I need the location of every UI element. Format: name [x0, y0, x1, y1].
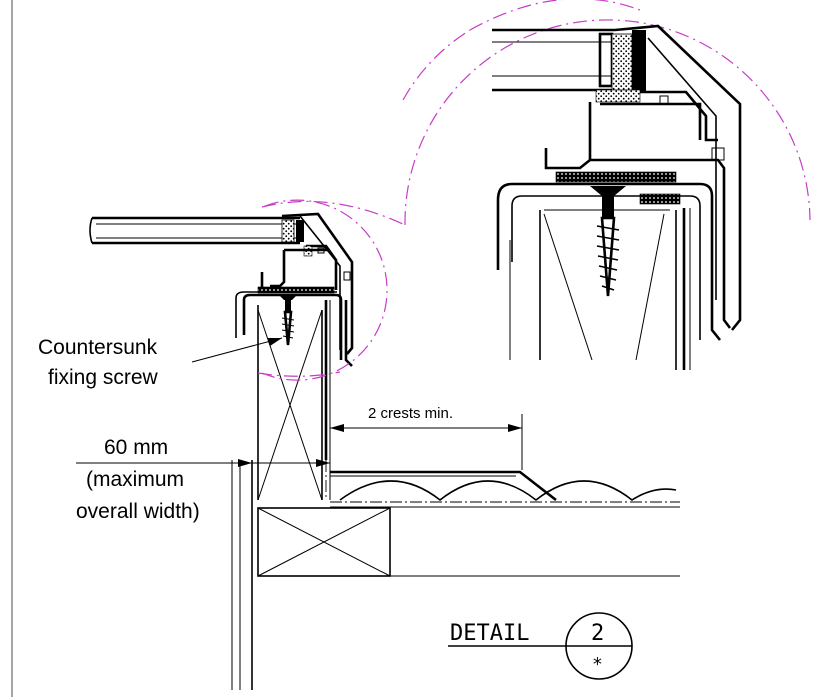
- wall-lines: [231, 460, 253, 690]
- callout-connector: [257, 200, 406, 377]
- fixing-screw: [278, 294, 298, 346]
- circle-arc-top: [469, 0, 641, 31]
- detail-sheet: *: [592, 654, 603, 675]
- gasket-strip: [257, 286, 335, 294]
- main-detail: [89, 212, 680, 690]
- enlarged-detail: [402, 0, 811, 370]
- detail-callout-circle-large: [402, 19, 811, 226]
- gasket-end-enlarged: [639, 193, 681, 205]
- corrugated-roof-sheet: [330, 470, 680, 577]
- fixing-screw-enlarged: [590, 186, 626, 297]
- crests-dimension: 2 crests min.: [330, 405, 523, 470]
- width-value: 60 mm: [104, 436, 168, 459]
- screw-label-line2: fixing screw: [48, 366, 159, 389]
- lower-timber: [257, 507, 391, 577]
- detail-tag: DETAIL 2 *: [448, 612, 633, 680]
- screw-leader: [191, 337, 283, 363]
- glazing-panel: [89, 216, 304, 245]
- crests-label: 2 crests min.: [368, 405, 453, 422]
- base-channel-profile: [235, 291, 353, 500]
- crests-arrow-left: [330, 424, 344, 432]
- detail-number: 2: [591, 621, 604, 646]
- screw-label-line1: Countersunk: [38, 336, 158, 359]
- width-arrow-right: [316, 459, 330, 467]
- width-dimension: 60 mm (maximum overall width): [76, 436, 330, 523]
- width-note-line1: (maximum: [86, 468, 184, 491]
- cap-profile-enlarged: [544, 24, 742, 331]
- detail-callout-circle-small: [261, 199, 388, 381]
- glazing-cap-profile: [260, 212, 354, 355]
- crests-arrow-right: [508, 424, 522, 432]
- gasket-strip-enlarged: [555, 171, 677, 183]
- width-arrow-left: [238, 459, 252, 467]
- screw-label: Countersunk fixing screw: [38, 336, 283, 389]
- width-note-line2: overall width): [76, 500, 200, 523]
- detail-word: DETAIL: [450, 621, 529, 646]
- timber-enlarged: [509, 209, 677, 370]
- glazing-panel-enlarged: [492, 28, 646, 92]
- screw-leader-arrow: [268, 338, 282, 346]
